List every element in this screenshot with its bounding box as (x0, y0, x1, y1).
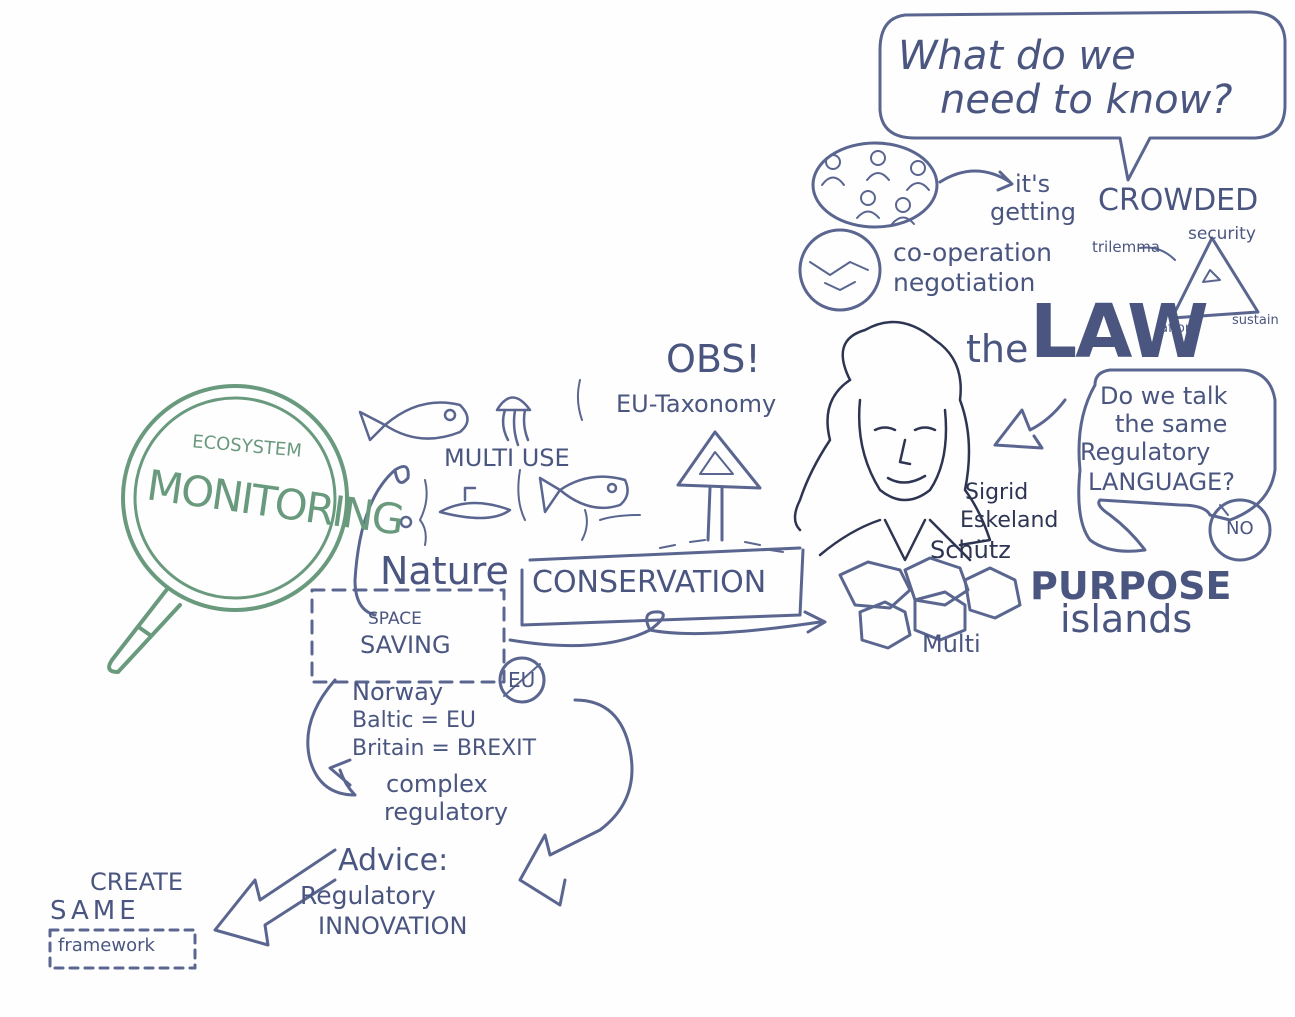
speaker-last-name: Schütz (930, 536, 1011, 564)
eu-taxonomy-label: EU-Taxonomy (616, 390, 777, 418)
create-arrow (213, 848, 337, 947)
sign-post (706, 486, 724, 542)
language-line-1: Do we talk (1100, 382, 1228, 410)
nature-label: Nature (380, 549, 509, 593)
speaker-first-name: Sigrid (965, 480, 1029, 505)
magnifier-icon (107, 384, 349, 674)
no-answer: NO (1226, 518, 1254, 539)
getting-text: getting (990, 198, 1076, 226)
multi-label: Multi (922, 630, 981, 658)
advice-curve-arrow (518, 698, 634, 907)
language-line-2: the same (1115, 410, 1228, 438)
law-text: LAW (1030, 289, 1209, 375)
purpose-hexagons (838, 556, 1022, 650)
afford-label: afford (1160, 321, 1199, 336)
trilemma-triangle (1170, 236, 1260, 320)
no-circle (1208, 498, 1272, 562)
negotiation-text: negotiation (893, 268, 1036, 297)
handshake-icon (809, 261, 869, 291)
islands-label: islands (1060, 597, 1193, 641)
multi-use-label: MULTI USE (444, 444, 570, 472)
warning-sign (676, 430, 762, 490)
norway-text: Norway (352, 678, 444, 706)
complex-text: complex (386, 770, 488, 798)
people-icon (821, 150, 930, 225)
eu-circle (498, 656, 546, 704)
fish-icon (358, 401, 629, 514)
create-text: CREATE (90, 868, 183, 896)
conservation-label: CONSERVATION (532, 565, 767, 600)
framework-box (48, 928, 197, 970)
obs-label: OBS! (666, 337, 761, 381)
handshake-circle (798, 228, 882, 312)
same-text: SAME (50, 896, 140, 926)
the-text: the (966, 327, 1029, 371)
language-bubble (1077, 368, 1277, 553)
jellyfish-icon (495, 396, 532, 447)
regulatory-text: regulatory (384, 798, 509, 826)
question-line-1: What do we (898, 33, 1136, 79)
islands-arrow (508, 610, 827, 648)
space-saving-box (310, 588, 506, 684)
sustain-label: sustain (1232, 313, 1279, 328)
its-text: it's (1015, 170, 1051, 198)
law-arrow (993, 398, 1067, 450)
speaker-portrait (793, 320, 992, 562)
britain-text: Britain = BREXIT (352, 736, 537, 761)
advice-text: Advice: (338, 843, 449, 878)
submarine-icon (438, 486, 512, 520)
speech-bubble (878, 10, 1287, 182)
trilemma-label: trilemma (1092, 238, 1161, 256)
seaweed-icon (419, 379, 588, 546)
language-line-4: LANGUAGE? (1088, 468, 1235, 496)
crowded-text: CROWDED (1098, 183, 1259, 218)
crowd-circle (811, 141, 939, 229)
complex-arrow (306, 678, 357, 797)
multi-use-loop (353, 464, 410, 617)
question-line-2: need to know? (940, 77, 1233, 123)
space-saving-line-1: SPACE (368, 609, 422, 629)
baltic-text: Baltic = EU (352, 708, 476, 733)
security-label: security (1188, 224, 1256, 244)
advice-regulatory-text: Regulatory (300, 881, 436, 910)
purpose-label: PURPOSE (1030, 564, 1232, 608)
language-line-3: Regulatory (1080, 438, 1211, 466)
space-saving-line-2: SAVING (360, 631, 451, 659)
eu-badge: EU (508, 668, 536, 692)
framework-text: framework (58, 935, 155, 956)
innovation-text: INNOVATION (318, 912, 468, 940)
crowded-arrow (938, 169, 1014, 192)
cooperation-text: co-operation (893, 238, 1053, 267)
speaker-middle-name: Eskeland (960, 508, 1059, 533)
